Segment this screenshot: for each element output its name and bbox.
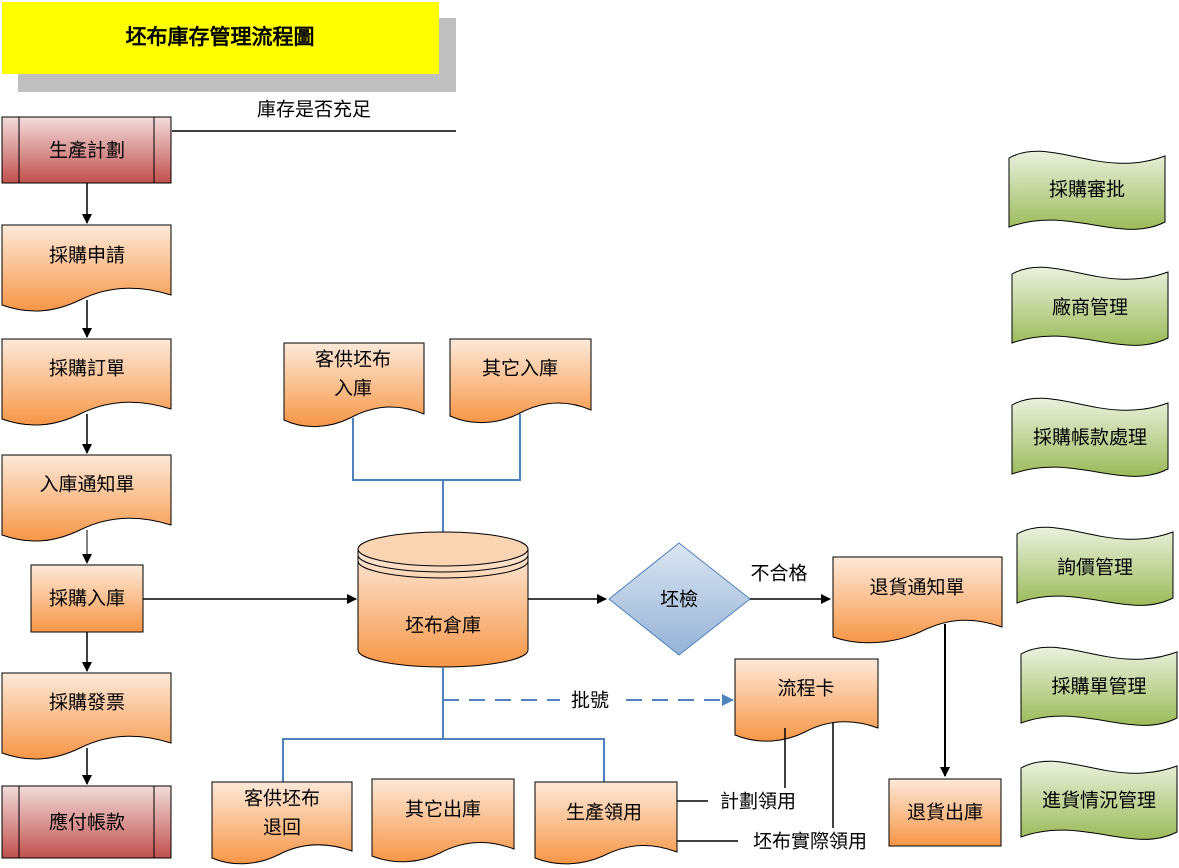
purchase-invoice-node[interactable]: 採購發票	[1, 672, 172, 760]
purchase-payment-label: 採購帳款處理	[1033, 427, 1147, 449]
purchase-order-management-label: 採購單管理	[1051, 676, 1146, 698]
return-out-node[interactable]: 退貨出庫	[888, 778, 1002, 847]
production-use-node[interactable]: 生產領用	[534, 781, 678, 865]
inspection-label: 坯檢	[660, 589, 698, 611]
unqualified-label: 不合格	[750, 563, 807, 585]
vendor-management-module[interactable]: 廠商管理	[1011, 266, 1169, 346]
receiving-status-label: 進貨情況管理	[1042, 790, 1156, 812]
fabric-warehouse-node[interactable]: 坯布倉庫	[357, 531, 529, 668]
accounts-payable-label: 應付帳款	[49, 811, 125, 834]
purchase-receipt-label: 採購入庫	[49, 588, 125, 610]
receipt-notice-label: 入庫通知單	[39, 474, 134, 496]
return-out-label: 退貨出庫	[907, 802, 983, 824]
other-in-label: 其它入庫	[482, 358, 558, 380]
purchase-order-node[interactable]: 採購訂單	[1, 338, 172, 426]
customer-return-label-2: 退回	[263, 817, 301, 839]
purchase-approval-module[interactable]: 採購審批	[1008, 150, 1166, 230]
return-notice-label: 退貨通知單	[869, 577, 964, 599]
other-out-node[interactable]: 其它出庫	[371, 778, 515, 863]
production-plan-node[interactable]: 生產計劃	[1, 116, 172, 184]
plan-use-label-bg	[708, 788, 808, 814]
other-out-label: 其它出庫	[405, 799, 481, 821]
fabric-warehouse-label: 坯布倉庫	[405, 615, 481, 637]
receiving-status-module[interactable]: 進貨情況管理	[1020, 760, 1178, 840]
actual-use-label-bg	[738, 828, 882, 854]
flow-card-label: 流程卡	[777, 678, 834, 700]
customer-supplied-in-label-2: 入庫	[334, 378, 372, 400]
purchase-order-label: 採購訂單	[49, 358, 125, 380]
flow-card-node[interactable]: 流程卡	[734, 658, 879, 742]
customer-return-node[interactable]: 客供坯布 退回	[211, 781, 353, 865]
inquiry-management-label: 詢價管理	[1057, 557, 1133, 579]
customer-supplied-in-node[interactable]: 客供坯布 入庫	[283, 342, 425, 428]
production-plan-label: 生產計劃	[49, 140, 125, 162]
other-in-node[interactable]: 其它入庫	[449, 338, 592, 424]
outbound-connector	[282, 738, 605, 785]
page-title: 坯布庫存管理流程圖	[126, 25, 315, 49]
purchase-request-node[interactable]: 採購申請	[1, 224, 172, 312]
production-use-label: 生產領用	[566, 802, 642, 824]
stock-check-label: 庫存是否充足	[257, 99, 371, 121]
purchase-payment-module[interactable]: 採購帳款處理	[1011, 397, 1169, 477]
purchase-approval-label: 採購審批	[1049, 179, 1125, 201]
return-notice-node[interactable]: 退貨通知單	[832, 556, 1003, 644]
purchase-order-management-module[interactable]: 採購單管理	[1020, 646, 1178, 726]
inquiry-management-module[interactable]: 詢價管理	[1016, 526, 1174, 606]
purchase-invoice-label: 採購發票	[49, 692, 125, 714]
vendor-management-label: 廠商管理	[1052, 296, 1128, 319]
actual-use-label: 坯布實際領用	[753, 831, 867, 853]
title-banner: 坯布庫存管理流程圖	[2, 2, 456, 92]
plan-use-label: 計劃領用	[720, 791, 796, 813]
purchase-request-label: 採購申請	[49, 245, 125, 267]
batch-number-label: 批號	[571, 690, 609, 712]
inspection-node[interactable]: 坯檢	[608, 542, 751, 656]
accounts-payable-node[interactable]: 應付帳款	[1, 785, 172, 859]
purchase-receipt-node[interactable]: 採購入庫	[30, 564, 144, 633]
customer-return-label-1: 客供坯布	[244, 788, 320, 810]
customer-supplied-in-label-1: 客供坯布	[315, 349, 391, 371]
inbound-connector	[352, 414, 521, 481]
receipt-notice-node[interactable]: 入庫通知單	[1, 454, 172, 542]
